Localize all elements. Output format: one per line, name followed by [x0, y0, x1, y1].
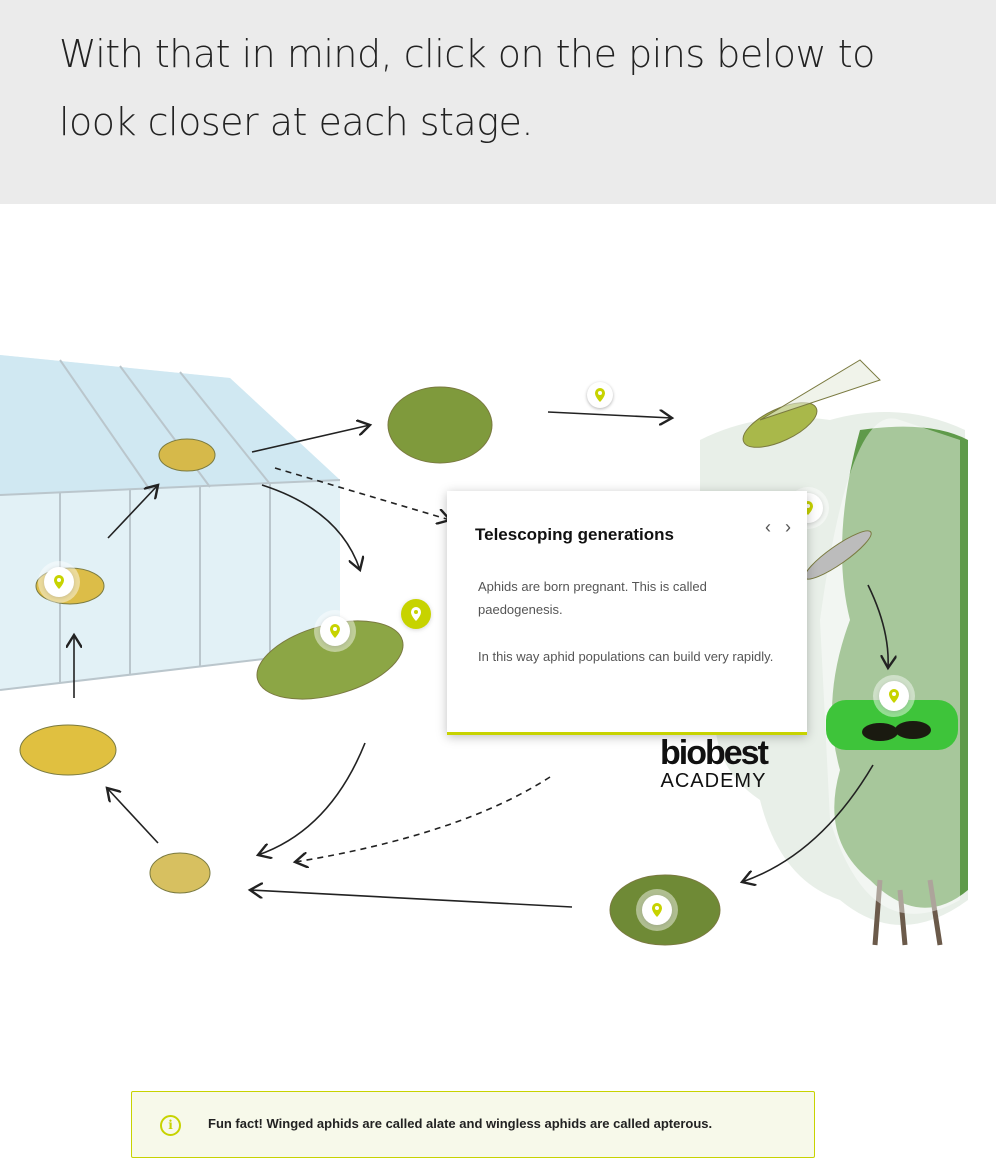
header-banner: With that in mind, click on the pins bel…: [0, 0, 996, 204]
logo-brand: biobest: [660, 734, 769, 772]
fun-fact-callout: i Fun fact! Winged aphids are called ala…: [131, 1091, 815, 1158]
info-icon: i: [160, 1115, 181, 1136]
fun-fact-text: Fun fact! Winged aphids are called alate…: [208, 1116, 713, 1131]
popup-paragraph: Aphids are born pregnant. This is called…: [478, 579, 707, 617]
map-pin-fundatrix[interactable]: [642, 895, 672, 925]
location-pin-icon: [54, 575, 64, 589]
chevron-right-icon[interactable]: ›: [785, 517, 791, 537]
instruction-heading: With that in mind, click on the pins bel…: [59, 32, 875, 144]
biobest-academy-logo: biobest ACADEMY: [660, 734, 769, 792]
info-popup: Telescoping generations ‹ › Aphids are b…: [447, 491, 807, 735]
greenhouse: [0, 355, 341, 691]
map-pin-winged-aphid[interactable]: [587, 382, 613, 408]
popup-paragraph: In this way aphid populations can build …: [478, 649, 774, 664]
logo-sub: ACADEMY: [660, 770, 767, 792]
map-pin-adult[interactable]: [320, 616, 350, 646]
map-pin-eggs[interactable]: [879, 681, 909, 711]
map-pin-nymph[interactable]: [44, 567, 74, 597]
popup-title: Telescoping generations: [475, 525, 675, 544]
location-pin-icon: [595, 388, 605, 402]
chevron-left-icon[interactable]: ‹: [765, 517, 771, 537]
arrows: [74, 412, 888, 908]
location-pin-icon: [411, 607, 421, 621]
leaf: [826, 700, 958, 750]
location-pin-icon: [889, 689, 899, 703]
location-pin-icon: [330, 624, 340, 638]
location-pin-icon: [652, 903, 662, 917]
map-pin-telescoping-active[interactable]: [401, 599, 431, 629]
